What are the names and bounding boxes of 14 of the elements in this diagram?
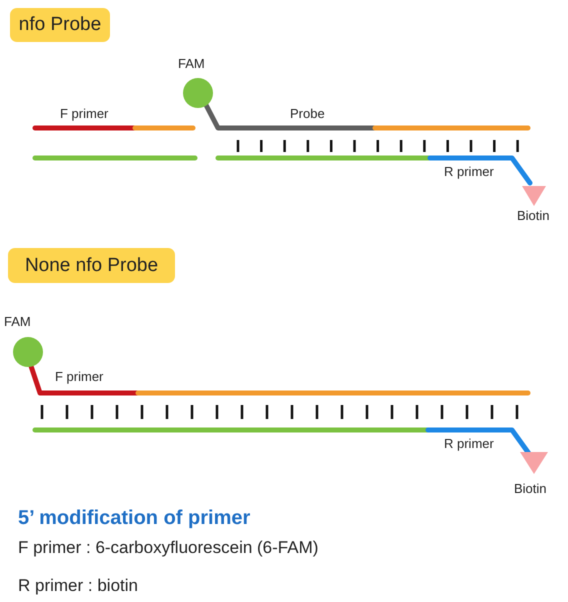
probe-label: Probe [290,106,325,121]
primer-label: R primer [444,164,494,179]
title-badge: nfo Probe [10,8,110,42]
primer-label: F primer [55,369,104,384]
dye-label: FAM [4,314,31,329]
primer-label: F primer [60,106,108,121]
heading: 5’ modification of primer [18,507,250,530]
dye-label: FAM [178,56,205,71]
title-badge: None nfo Probe [8,248,175,283]
tag-label: Biotin [514,481,547,496]
note-text: F primer : 6-carboxyfluorescein (6-FAM) [18,538,318,558]
tag-label: Biotin [517,208,550,223]
primer-label: R primer [444,436,494,451]
note-text: R primer : biotin [18,576,138,596]
